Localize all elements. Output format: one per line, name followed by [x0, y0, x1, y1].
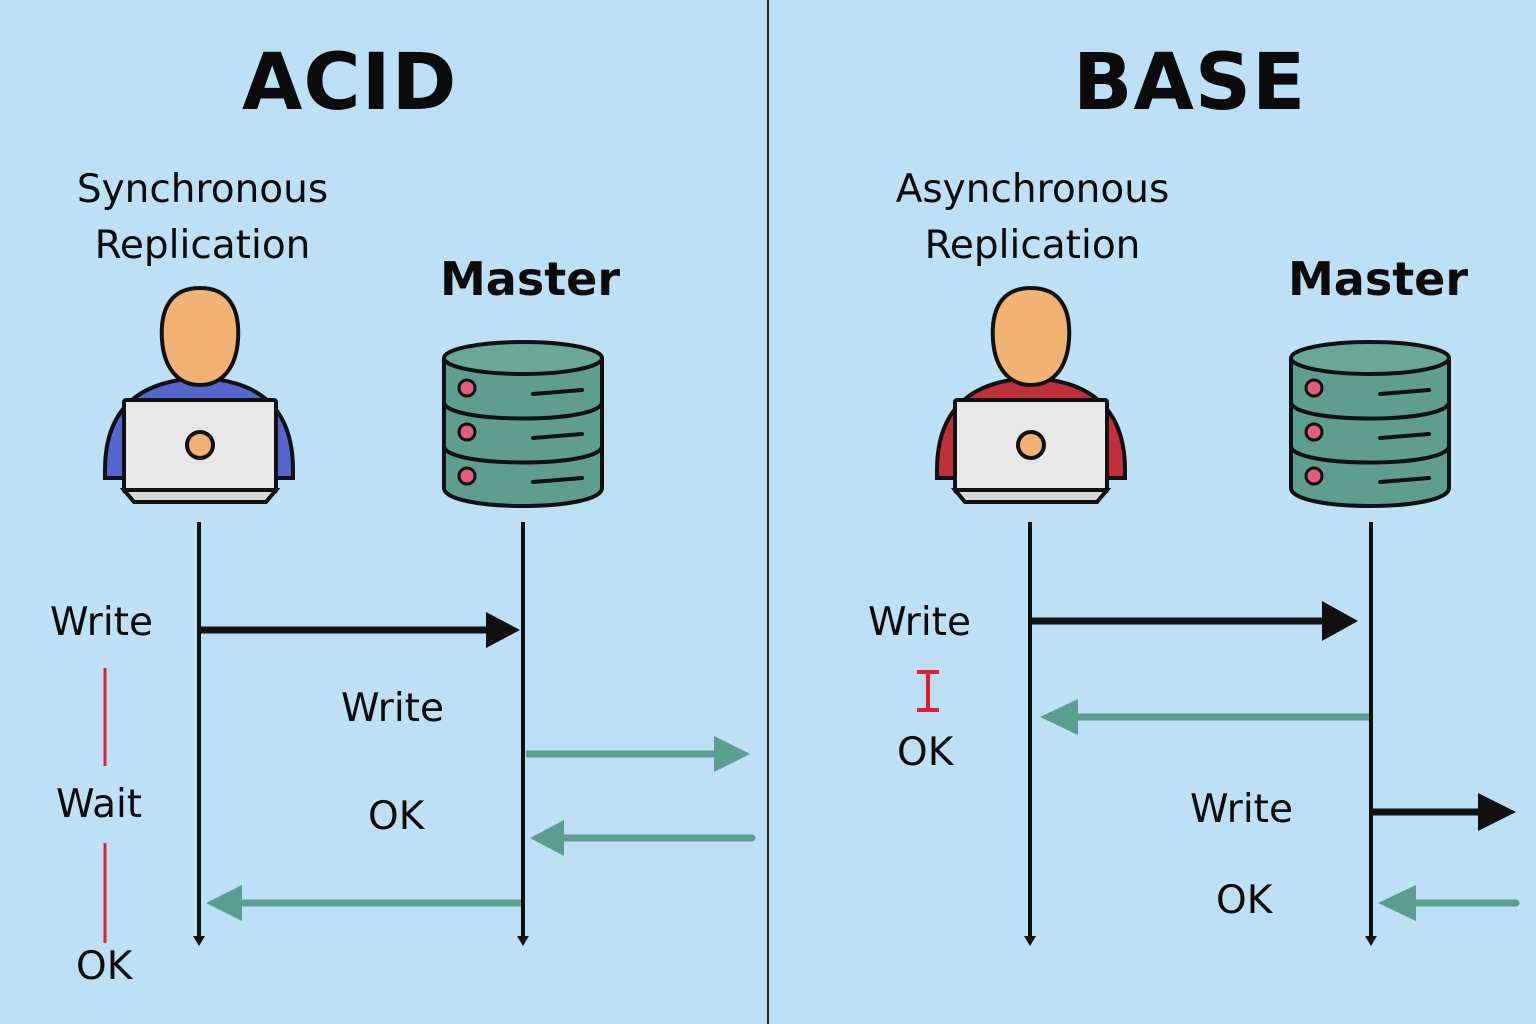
acid-user-head — [159, 285, 241, 388]
base-database-icon — [1289, 340, 1451, 508]
acid-database-icon — [442, 340, 604, 508]
acid-db-top — [442, 340, 604, 376]
base-db-top — [1289, 340, 1451, 376]
acid-db-separator-1 — [442, 401, 604, 421]
acid-replica-ok-arrow — [530, 820, 756, 856]
base-mode-line1: Asynchronous — [895, 167, 1170, 212]
base-title: BASE — [1073, 38, 1307, 128]
acid-replica-ok-label: OK — [368, 794, 425, 839]
acid-replica-write-arrow — [526, 736, 750, 772]
acid-db-light-3 — [457, 466, 477, 486]
acid-client-ok-label: OK — [76, 944, 133, 989]
base-user-head — [990, 285, 1072, 388]
base-db-body — [1289, 358, 1451, 508]
base-replica-ok-label: OK — [1216, 878, 1273, 923]
base-mode-line2: Replication — [924, 223, 1141, 268]
base-master-label: Master — [1288, 252, 1469, 306]
acid-write-arrow — [201, 612, 520, 648]
base-client-ok-label: OK — [897, 730, 954, 775]
base-db-light-2 — [1304, 422, 1324, 442]
acid-db-light-1 — [457, 378, 477, 398]
base-replica-write-arrow — [1373, 793, 1516, 831]
acid-client-write-label: Write — [50, 600, 153, 645]
base-replica-ok-arrow — [1378, 885, 1520, 921]
acid-master-label: Master — [440, 252, 621, 306]
base-wait-marker — [917, 670, 939, 712]
base-ok-arrow — [1040, 699, 1369, 735]
acid-user-laptop-icon — [103, 285, 295, 504]
base-laptop-base — [950, 488, 1112, 504]
acid-replica-write-label: Write — [341, 686, 444, 731]
acid-mode-label: Synchronous Replication — [40, 162, 365, 274]
acid-laptop-logo — [185, 430, 215, 460]
base-db-separator-1 — [1289, 401, 1451, 421]
acid-db-light-2 — [457, 422, 477, 442]
base-db-light-3 — [1304, 466, 1324, 486]
acid-ok-arrow — [206, 885, 521, 921]
acid-mode-line2: Replication — [94, 223, 311, 268]
base-db-light-1 — [1304, 378, 1324, 398]
acid-title: ACID — [242, 38, 458, 128]
acid-wait-label: Wait — [56, 782, 143, 827]
acid-mode-line1: Synchronous — [76, 167, 329, 212]
base-db-separator-2 — [1289, 445, 1451, 465]
base-write-arrow — [1032, 601, 1358, 641]
base-client-write-label: Write — [868, 600, 971, 645]
base-replica-write-label: Write — [1190, 787, 1293, 832]
acid-laptop-base — [119, 488, 281, 504]
acid-db-separator-2 — [442, 445, 604, 465]
base-laptop-logo — [1016, 430, 1046, 460]
base-user-laptop-icon — [935, 285, 1127, 504]
panel-divider — [767, 0, 769, 1024]
acid-db-body — [442, 358, 604, 508]
base-mode-label: Asynchronous Replication — [870, 162, 1195, 274]
